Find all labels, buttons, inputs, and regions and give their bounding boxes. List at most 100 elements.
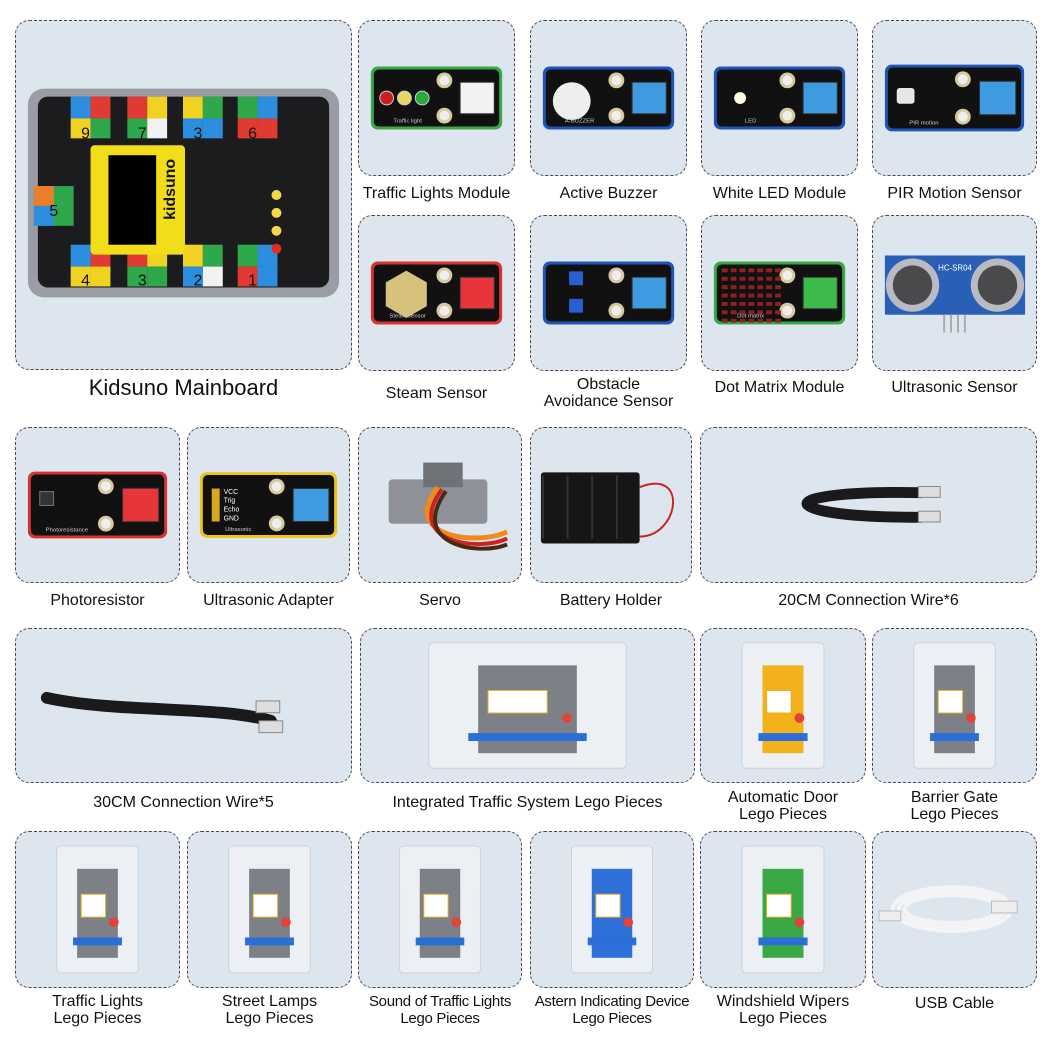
steam-pad-icon xyxy=(385,270,427,318)
ribbon-cable xyxy=(801,486,941,523)
traffic-light-icon xyxy=(379,90,430,106)
label-line: Lego Pieces xyxy=(225,1010,314,1027)
card-photoresistor[interactable]: Photoresistance xyxy=(15,427,180,583)
card-pir-motion-sensor[interactable]: PIR motion xyxy=(872,20,1037,176)
label-line: USB Cable xyxy=(914,994,995,1012)
label-line: Ultrasonic Sensor xyxy=(891,378,1018,396)
product-image xyxy=(878,885,1018,933)
product-image xyxy=(540,472,675,544)
module-board: Steam sensor xyxy=(370,261,503,325)
module-board xyxy=(542,261,675,325)
card-label: Kidsuno Mainboard xyxy=(0,376,372,400)
product-image xyxy=(40,691,284,734)
product-image xyxy=(913,642,996,769)
pin-label: Echo xyxy=(224,507,240,514)
card-traffic-lights-lego[interactable] xyxy=(15,831,180,988)
card-obstacle-avoidance-sensor[interactable] xyxy=(530,215,687,371)
port-number: 5 xyxy=(49,203,58,220)
label-line: PIR Motion Sensor xyxy=(887,184,1022,202)
card-label: Servo xyxy=(338,592,542,609)
product-image xyxy=(56,845,139,974)
product-image: LED xyxy=(713,66,846,130)
product-image xyxy=(542,261,675,325)
board-silkscreen-text: Ultrasonic xyxy=(225,527,251,533)
module-board: LED xyxy=(713,66,846,130)
product-image xyxy=(428,642,627,769)
product-image xyxy=(388,462,509,551)
board-silkscreen-text: Traffic light xyxy=(393,119,422,125)
card-steam-sensor[interactable]: Steam sensor xyxy=(358,215,515,371)
card-windshield-wipers-lego[interactable] xyxy=(700,831,866,988)
card-servo[interactable] xyxy=(358,427,522,583)
port-number: 4 xyxy=(81,272,90,289)
module-board: Photoresistance xyxy=(27,471,168,539)
motion-icon xyxy=(896,87,915,104)
buzzer-icon xyxy=(552,82,591,121)
port-number: 1 xyxy=(248,272,257,289)
card-30cm-connection-wire[interactable] xyxy=(15,628,352,783)
product-image xyxy=(399,845,481,974)
connector-key xyxy=(459,81,495,115)
card-label: USB Cable xyxy=(852,995,1056,1012)
card-white-led-module[interactable]: LED xyxy=(701,20,858,176)
product-image xyxy=(741,642,825,769)
card-automatic-door-lego[interactable] xyxy=(700,628,866,783)
label-line: Kidsuno Mainboard xyxy=(88,375,279,400)
port-number: 7 xyxy=(138,125,147,142)
card-street-lamps-lego[interactable] xyxy=(187,831,352,988)
label-line: Lego Pieces xyxy=(910,806,999,823)
servo-image xyxy=(388,462,509,551)
product-image: PIR motion xyxy=(884,64,1025,132)
parts-bag xyxy=(913,642,996,769)
card-integrated-traffic-system-lego[interactable] xyxy=(360,628,695,783)
connector-key xyxy=(631,276,667,310)
board-silkscreen-text: HC-SR04 xyxy=(938,263,972,272)
parts-bag xyxy=(228,845,311,974)
card-dot-matrix-module[interactable]: Dot matrix xyxy=(701,215,858,371)
card-ultrasonic-sensor[interactable]: HC-SR04 xyxy=(872,215,1037,371)
module-board: PIR motion xyxy=(884,64,1025,132)
parts-bag xyxy=(571,845,653,974)
label-line: Sound of Traffic Lights xyxy=(368,993,512,1010)
card-sound-of-traffic-lights-lego[interactable] xyxy=(358,831,522,988)
parts-bag xyxy=(399,845,481,974)
module-board: Traffic light xyxy=(370,66,503,130)
card-label: 30CM Connection Wire*5 xyxy=(0,794,372,811)
label-line: Battery Holder xyxy=(559,591,663,609)
label-line: Traffic Lights xyxy=(52,993,143,1010)
board-silkscreen-text: Dot matrix xyxy=(737,314,764,320)
port-number: 6 xyxy=(248,125,257,142)
label-line: Lego Pieces xyxy=(738,1010,828,1027)
card-barrier-gate-lego[interactable] xyxy=(872,628,1037,783)
label-line: Servo xyxy=(419,591,461,609)
card-traffic-lights-module[interactable]: Traffic light xyxy=(358,20,515,176)
label-line: Astern Indicating Device xyxy=(534,993,690,1010)
card-battery-holder[interactable] xyxy=(530,427,692,583)
card-active-buzzer[interactable]: A-BUZZER xyxy=(530,20,687,176)
card-usb-cable[interactable] xyxy=(872,831,1037,988)
battery-holder-image xyxy=(540,472,675,544)
card-20cm-connection-wire[interactable] xyxy=(700,427,1037,583)
card-label: Photoresistor xyxy=(0,592,200,609)
board-silkscreen-text: PIR motion xyxy=(909,120,938,126)
card-label: Traffic Lights Module xyxy=(338,185,535,202)
card-label: White LED Module xyxy=(681,185,878,202)
card-label: Active Buzzer xyxy=(510,185,707,202)
connector-key xyxy=(802,81,838,115)
label-line: Integrated Traffic System Lego Pieces xyxy=(392,793,663,811)
card-astern-indicating-device-lego[interactable] xyxy=(530,831,694,988)
card-label: Integrated Traffic System Lego Pieces xyxy=(340,794,715,811)
oled-screen xyxy=(108,155,157,245)
parts-bag xyxy=(741,845,825,974)
